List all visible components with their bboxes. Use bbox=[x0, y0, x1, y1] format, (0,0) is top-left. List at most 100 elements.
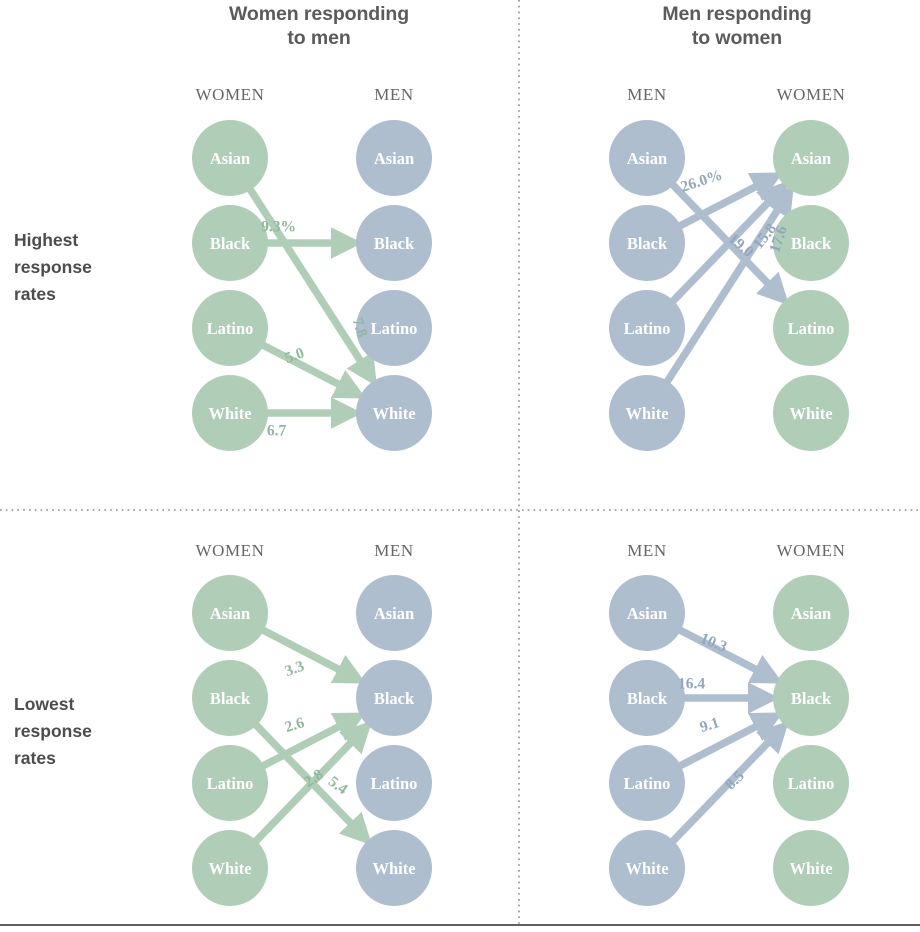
node-label-asian: Asian bbox=[627, 604, 667, 623]
node-men-lowest-right-asian[interactable]: Asian bbox=[773, 575, 849, 651]
node-label-white: White bbox=[208, 404, 251, 423]
panel-title-women-responding-to-men-line1: Women responding bbox=[229, 3, 409, 25]
node-women-lowest-right-black[interactable]: Black bbox=[356, 660, 432, 736]
node-women-highest-right-white[interactable]: White bbox=[356, 375, 432, 451]
node-men-lowest-left-latino[interactable]: Latino bbox=[609, 745, 685, 821]
node-label-latino: Latino bbox=[624, 774, 671, 793]
node-label-black: Black bbox=[791, 689, 832, 708]
node-women-lowest-left-latino[interactable]: Latino bbox=[192, 745, 268, 821]
node-men-highest-right-black[interactable]: Black bbox=[773, 205, 849, 281]
arrow-label-women-highest-black-to-black: 9.3% bbox=[261, 219, 296, 236]
row-label-lowest-line1: Lowest bbox=[14, 694, 74, 714]
row-label-highest-line1: Highest bbox=[14, 230, 78, 250]
node-men-highest-right-latino[interactable]: Latino bbox=[773, 290, 849, 366]
node-women-highest-left-latino[interactable]: Latino bbox=[192, 290, 268, 366]
node-circle-white bbox=[609, 830, 685, 906]
node-circle-asian bbox=[356, 575, 432, 651]
node-women-highest-left-black[interactable]: Black bbox=[192, 205, 268, 281]
node-women-highest-right-latino[interactable]: Latino bbox=[356, 290, 432, 366]
node-circle-black bbox=[609, 205, 685, 281]
node-label-black: Black bbox=[210, 689, 251, 708]
node-women-lowest-left-asian[interactable]: Asian bbox=[192, 575, 268, 651]
node-men-lowest-left-asian[interactable]: Asian bbox=[609, 575, 685, 651]
node-men-lowest-right-white[interactable]: White bbox=[773, 830, 849, 906]
column-header-right-men-highest: WOMEN bbox=[776, 85, 845, 104]
arrow-men-highest-white-to-asian bbox=[663, 184, 794, 384]
column-header-left-men-highest: MEN bbox=[627, 85, 667, 104]
arrow-women-highest-asian-to-white bbox=[246, 187, 377, 387]
node-circle-white bbox=[192, 375, 268, 451]
arrow-label-women-lowest-black-to-white: 5.4 bbox=[325, 773, 351, 798]
node-label-latino: Latino bbox=[371, 774, 418, 793]
panel-title-men-responding-to-women-line1: Men responding bbox=[662, 3, 811, 25]
arrow-label-women-highest-asian-to-white: 7.8 bbox=[349, 316, 371, 340]
node-circle-black bbox=[192, 205, 268, 281]
node-circle-latino bbox=[356, 290, 432, 366]
node-men-highest-right-white[interactable]: White bbox=[773, 375, 849, 451]
node-women-highest-left-asian[interactable]: Asian bbox=[192, 120, 268, 196]
node-circle-asian bbox=[192, 575, 268, 651]
node-label-latino: Latino bbox=[624, 319, 671, 338]
column-header-left-men-lowest: MEN bbox=[627, 541, 667, 560]
column-header-right-men-lowest: WOMEN bbox=[776, 541, 845, 560]
node-label-latino: Latino bbox=[788, 774, 835, 793]
arrow-women-lowest-asian-to-black bbox=[261, 626, 367, 684]
arrow-men-lowest-latino-to-black bbox=[678, 712, 784, 770]
node-label-white: White bbox=[789, 404, 832, 423]
node-circle-asian bbox=[773, 575, 849, 651]
node-women-lowest-left-black[interactable]: Black bbox=[192, 660, 268, 736]
node-men-highest-left-black[interactable]: Black bbox=[609, 205, 685, 281]
node-label-asian: Asian bbox=[210, 149, 250, 168]
node-label-asian: Asian bbox=[210, 604, 250, 623]
node-circle-black bbox=[773, 660, 849, 736]
node-circle-asian bbox=[609, 120, 685, 196]
node-circle-white bbox=[609, 375, 685, 451]
node-label-black: Black bbox=[627, 234, 668, 253]
node-circle-black bbox=[192, 660, 268, 736]
node-label-asian: Asian bbox=[791, 604, 831, 623]
arrow-label-women-lowest-asian-to-black: 3.3 bbox=[283, 657, 307, 680]
row-label-highest-line3: rates bbox=[14, 284, 56, 304]
node-men-highest-right-asian[interactable]: Asian bbox=[773, 120, 849, 196]
row-label-lowest-line2: response bbox=[14, 721, 92, 741]
node-men-lowest-right-latino[interactable]: Latino bbox=[773, 745, 849, 821]
node-label-white: White bbox=[208, 859, 251, 878]
node-women-lowest-right-latino[interactable]: Latino bbox=[356, 745, 432, 821]
node-men-lowest-left-black[interactable]: Black bbox=[609, 660, 685, 736]
node-label-latino: Latino bbox=[788, 319, 835, 338]
node-men-highest-left-latino[interactable]: Latino bbox=[609, 290, 685, 366]
node-label-black: Black bbox=[627, 689, 668, 708]
node-women-lowest-left-white[interactable]: White bbox=[192, 830, 268, 906]
node-men-highest-left-white[interactable]: White bbox=[609, 375, 685, 451]
node-men-highest-left-asian[interactable]: Asian bbox=[609, 120, 685, 196]
node-circle-asian bbox=[356, 120, 432, 196]
node-label-black: Black bbox=[210, 234, 251, 253]
node-men-lowest-left-white[interactable]: White bbox=[609, 830, 685, 906]
node-women-highest-right-asian[interactable]: Asian bbox=[356, 120, 432, 196]
node-women-lowest-right-asian[interactable]: Asian bbox=[356, 575, 432, 651]
node-label-black: Black bbox=[791, 234, 832, 253]
node-circle-latino bbox=[773, 290, 849, 366]
node-women-highest-left-white[interactable]: White bbox=[192, 375, 268, 451]
column-header-right-women-lowest: MEN bbox=[374, 541, 414, 560]
node-women-lowest-right-white[interactable]: White bbox=[356, 830, 432, 906]
arrow-men-lowest-white-to-black bbox=[669, 720, 790, 844]
node-circle-latino bbox=[192, 745, 268, 821]
column-header-left-women-lowest: WOMEN bbox=[195, 541, 264, 560]
node-women-highest-right-black[interactable]: Black bbox=[356, 205, 432, 281]
node-layer: AsianBlackLatinoWhiteAsianBlackLatinoWhi… bbox=[192, 120, 849, 906]
arrow-women-highest-latino-to-white bbox=[261, 341, 367, 399]
arrow-layer bbox=[246, 172, 794, 846]
node-circle-black bbox=[609, 660, 685, 736]
node-circle-asian bbox=[192, 120, 268, 196]
panel-title-women-responding-to-men-line2: to men bbox=[287, 27, 350, 49]
node-circle-white bbox=[773, 830, 849, 906]
node-men-lowest-right-black[interactable]: Black bbox=[773, 660, 849, 736]
column-header-right-women-highest: MEN bbox=[374, 85, 414, 104]
node-circle-latino bbox=[773, 745, 849, 821]
node-circle-latino bbox=[356, 745, 432, 821]
node-label-asian: Asian bbox=[627, 149, 667, 168]
node-circle-black bbox=[356, 205, 432, 281]
